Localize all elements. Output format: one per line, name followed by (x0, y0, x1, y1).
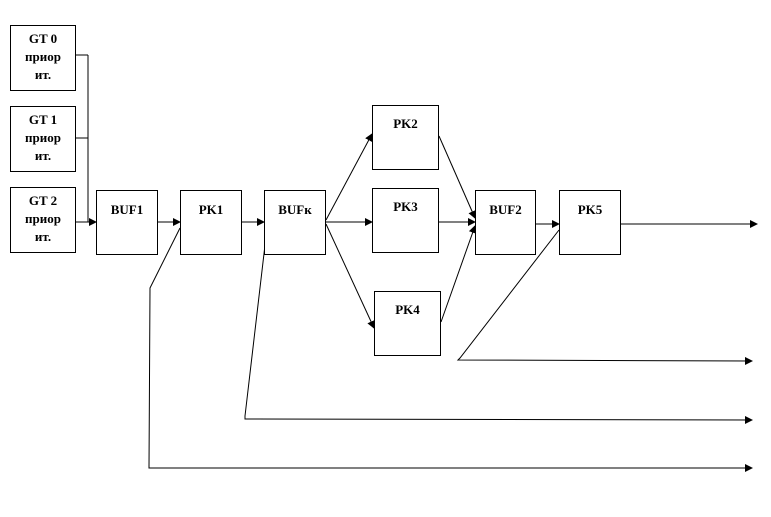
pk3-label: PK3 (393, 199, 418, 214)
gt0-line3: ит. (34, 67, 52, 82)
buf2-box: BUF2 (475, 190, 536, 255)
gt0-box: GT 0 приор ит. (10, 25, 76, 91)
pk2-box: PK2 (372, 105, 439, 170)
pk4-label: PK4 (395, 302, 420, 317)
gt1-box: GT 1 приор ит. (10, 106, 76, 172)
pk5-label: PK5 (577, 202, 603, 217)
gt0-name: GT 0 (28, 31, 58, 46)
pk2-buf2-arrow (438, 135, 476, 219)
gt2-line3: ит. (34, 229, 52, 244)
bufk-loss-line (244, 227, 753, 424)
buf2-label: BUF2 (489, 202, 522, 217)
pk5-box: PK5 (559, 190, 621, 255)
gt2-box: GT 2 приор ит. (10, 187, 76, 253)
pk1-box: PK1 (180, 190, 242, 255)
gt0-line2: приор (25, 49, 61, 64)
gt1-name: GT 1 (28, 112, 58, 127)
bufk-box: BUFк (264, 190, 326, 255)
gt2-line2: приор (25, 211, 61, 226)
pk4-box: PK4 (374, 291, 441, 356)
bufk-label: BUFк (278, 202, 312, 217)
buf1-label: BUF1 (110, 202, 144, 217)
gt1-line3: ит. (34, 148, 52, 163)
pk2-label: PK2 (393, 116, 418, 131)
pk1-loss-line (148, 227, 753, 472)
pk3-box: PK3 (372, 188, 439, 253)
pk4-buf2-arrow (440, 225, 477, 323)
bufk-pk4-arrow (325, 223, 375, 329)
pk5-loss-line (456, 229, 753, 365)
gt2-name: GT 2 (28, 193, 58, 208)
bufk-pk2-arrow (325, 133, 373, 221)
buf1-box: BUF1 (96, 190, 158, 255)
gt1-line2: приор (25, 130, 61, 145)
pk1-label: PK1 (198, 202, 224, 217)
